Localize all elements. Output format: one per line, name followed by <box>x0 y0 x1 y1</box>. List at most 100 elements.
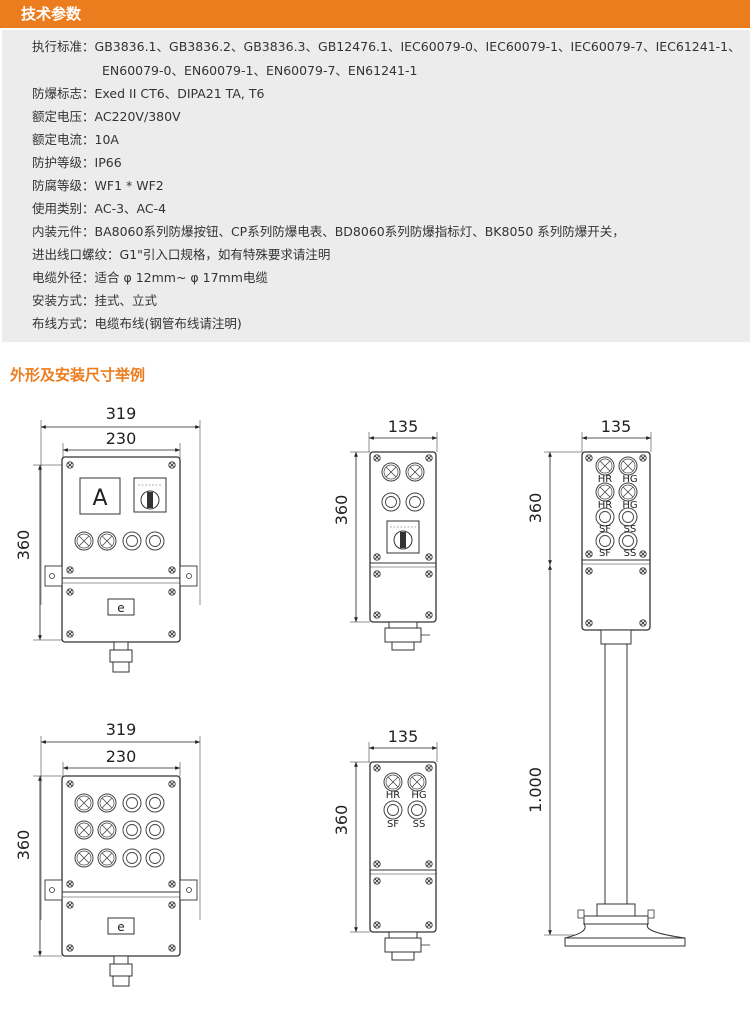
cable-gland <box>109 649 133 663</box>
anchor-bolt <box>647 909 655 919</box>
label-ss: SS <box>413 819 426 830</box>
mount-hole <box>186 573 192 579</box>
cable-gland <box>112 975 130 987</box>
push-button <box>383 800 403 820</box>
spec-value: AC220V/380V <box>94 109 181 124</box>
spec-row-components: 内装元件：BA8060系列防爆按钮、CP系列防爆电表、BD8060系列防爆指标灯… <box>32 223 625 241</box>
spec-row-category: 使用类别：AC-3、AC-4 <box>32 200 166 218</box>
spec-label: 防爆标志： <box>32 86 95 101</box>
dim-label-135: 135 <box>388 417 419 436</box>
spec-value: 挂式、立式 <box>94 293 158 308</box>
spec-row-voltage: 额定电压：AC220V/380V <box>32 108 181 126</box>
indicator-lamp <box>381 462 401 482</box>
spec-row-cable: 电缆外径：适合 φ 12mm~ φ 17mm电缆 <box>32 269 268 287</box>
enclosure <box>369 761 437 933</box>
anchor-bolt <box>577 909 585 919</box>
mount-ear-left <box>44 879 63 901</box>
push-button <box>405 492 425 512</box>
indicator-lamp <box>383 772 403 792</box>
indicator-lamp <box>97 793 117 813</box>
dim-label-230: 230 <box>106 747 137 766</box>
label-hr: HR <box>386 790 401 801</box>
indicator-lamp <box>97 848 117 868</box>
drawing-narrow-indicators: 135 360 HR HG SF SS <box>332 727 438 961</box>
rotary-switch-handle <box>147 492 153 508</box>
indicator-lamp <box>407 772 427 792</box>
spec-panel: 执行标准：GB3836.1、GB3836.2、GB3836.3、GB12476.… <box>2 30 750 342</box>
spec-row-thread: 进出线口螺纹：G1"引入口规格，如有特殊要求请注明 <box>32 246 330 264</box>
spec-label: 内装元件： <box>32 224 95 239</box>
cable-gland <box>391 641 415 651</box>
cable-gland <box>388 931 418 939</box>
push-button <box>145 531 165 551</box>
cable-gland <box>384 627 422 643</box>
pole-collar <box>596 903 636 917</box>
spec-value: WF1 * WF2 <box>94 178 164 193</box>
label-hr: HR <box>598 500 613 511</box>
pole-flange <box>583 915 649 925</box>
cable-gland <box>112 661 130 673</box>
push-button <box>122 531 142 551</box>
spec-label: 布线方式： <box>32 316 95 331</box>
indicator-lamp <box>97 531 117 551</box>
push-button <box>381 492 401 512</box>
spec-value: GB3836.1、GB3836.2、GB3836.3、GB12476.1、IEC… <box>94 39 741 54</box>
cable-gland <box>109 963 133 977</box>
spec-value: Exed II CT6、DIPA21 TA, T6 <box>94 86 265 101</box>
mount-hole <box>49 573 55 579</box>
dim-label-135: 135 <box>388 727 419 746</box>
indicator-lamp <box>97 820 117 840</box>
spec-label: 执行标准： <box>32 39 95 54</box>
drawing-pole-mounted: 135 360 1.000 HR HG HR HG SF SS SF SS <box>526 417 686 947</box>
spec-row-protection: 防护等级：IP66 <box>32 154 122 172</box>
ex-plate <box>107 598 135 616</box>
spec-value: EN60079-0、EN60079-1、EN60079-7、EN61241-1 <box>102 63 418 78</box>
label-sf: SF <box>599 524 611 535</box>
mount-ear-right <box>179 879 198 901</box>
spec-label: 防护等级： <box>32 155 95 170</box>
spec-value: 10A <box>94 132 119 147</box>
spec-label: 电缆外径： <box>32 270 95 285</box>
spec-label: 安装方式： <box>32 293 95 308</box>
indicator-lamp <box>74 848 94 868</box>
cable-gland <box>384 937 422 953</box>
mount-hole <box>49 887 55 893</box>
spec-value: AC-3、AC-4 <box>94 201 167 216</box>
cable-gland <box>113 641 129 651</box>
spec-label: 额定电压： <box>32 109 95 124</box>
label-hg: HG <box>622 474 637 485</box>
drawing-box-12-controls: 319 230 360 <box>14 720 201 987</box>
rotary-switch-handle <box>400 532 406 548</box>
spec-label: 使用类别： <box>32 201 95 216</box>
pole-clamp <box>600 629 632 645</box>
label-hg: HG <box>622 500 637 511</box>
dim-label-230: 230 <box>106 429 137 448</box>
ammeter-label: A <box>92 486 107 511</box>
label-sf: SF <box>599 548 611 559</box>
label-hr: HR <box>598 474 613 485</box>
base-plate <box>564 937 686 947</box>
push-button <box>145 820 165 840</box>
push-button <box>122 793 142 813</box>
cable-gland <box>388 621 418 629</box>
spec-label: 额定电流： <box>32 132 95 147</box>
dim-label-135: 135 <box>601 417 632 436</box>
label-sf: SF <box>387 819 399 830</box>
dim-label-360: 360 <box>526 493 545 524</box>
mount-ear-left <box>44 565 63 587</box>
dim-label-319: 319 <box>106 404 137 423</box>
indicator-lamp <box>74 531 94 551</box>
spec-row-corrosion: 防腐等级：WF1 * WF2 <box>32 177 164 195</box>
indicator-lamp <box>595 482 615 502</box>
spec-value: IP66 <box>94 155 122 170</box>
section-title-dimensions: 外形及安装尺寸举例 <box>10 366 146 384</box>
ex-plate-label: e <box>117 601 124 615</box>
section-header-tech-params: 技术参数 <box>0 0 750 28</box>
push-button <box>407 800 427 820</box>
push-button <box>145 793 165 813</box>
label-hg: HG <box>411 790 426 801</box>
indicator-lamp <box>618 482 638 502</box>
spec-value: 适合 φ 12mm~ φ 17mm电缆 <box>94 270 268 285</box>
dim-label-360: 360 <box>332 805 351 836</box>
